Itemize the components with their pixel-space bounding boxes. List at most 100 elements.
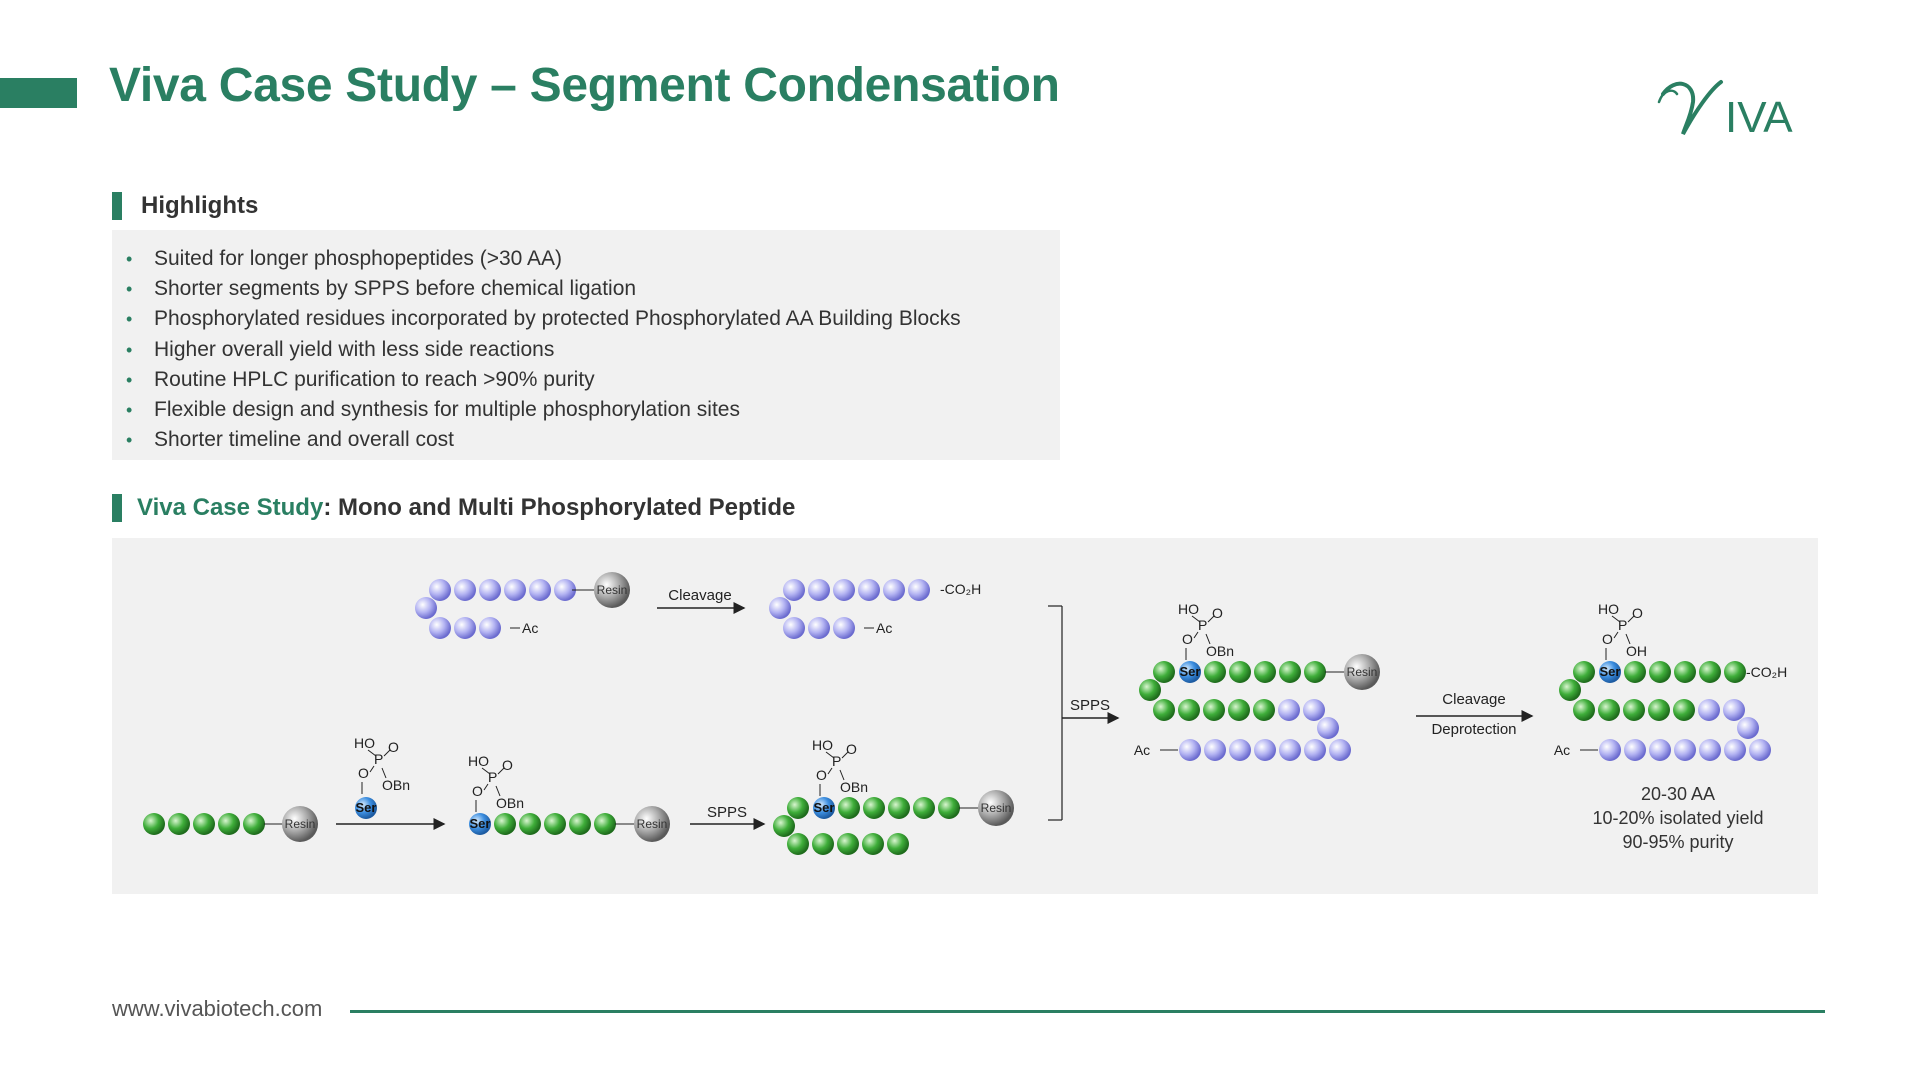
bullet-icon: •	[126, 249, 133, 269]
bead-green	[1623, 699, 1645, 721]
bead-green	[1559, 679, 1581, 701]
viva-logo: IVA	[1657, 80, 1793, 142]
bead-green	[863, 797, 885, 819]
connector-line	[1193, 631, 1199, 639]
bead-purple	[1254, 739, 1276, 761]
bullet-icon: •	[126, 279, 133, 300]
case-study-title: Viva Case Study: Mono and Multi Phosphor…	[137, 494, 795, 522]
bead-ser	[813, 797, 835, 819]
result-purity: 90-95% purity	[1622, 832, 1733, 852]
bead-purple	[479, 579, 501, 601]
bead-green	[1649, 661, 1671, 683]
bead-green	[1153, 699, 1175, 721]
bead-purple	[479, 617, 501, 639]
bead-green	[773, 815, 795, 837]
bead-purple	[1724, 739, 1746, 761]
bead-purple	[429, 617, 451, 639]
bead-purple	[769, 597, 791, 619]
bead-ser	[469, 813, 491, 835]
phospho-protect: OBn	[1206, 643, 1234, 659]
phospho-ho: HO	[812, 737, 833, 753]
bead-green	[1279, 661, 1301, 683]
bead-green	[1254, 661, 1276, 683]
bead-green	[594, 813, 616, 835]
bead-purple	[883, 579, 905, 601]
bead-green	[787, 797, 809, 819]
connector-line	[1191, 615, 1201, 623]
phospho-protect: OBn	[840, 779, 868, 795]
footer-url[interactable]: www.vivabiotech.com	[112, 996, 323, 1021]
connector-line	[495, 785, 501, 797]
bead-green	[888, 797, 910, 819]
resin-bead	[634, 806, 670, 842]
phospho-ho: HO	[468, 753, 489, 769]
connector-line	[1207, 615, 1215, 623]
result-length: 20-30 AA	[1641, 784, 1715, 804]
phospho-ho: HO	[354, 735, 375, 751]
co2h-label: -CO₂H	[940, 581, 981, 597]
phospho-o: O	[1632, 605, 1643, 621]
connector-line	[381, 767, 387, 779]
bead-ser	[1179, 661, 1201, 683]
connector-line	[827, 767, 833, 775]
connector-line	[825, 751, 835, 759]
phospho-o: O	[502, 757, 513, 773]
bead-green	[787, 833, 809, 855]
cleavage-label: Cleavage	[668, 587, 731, 604]
bead-purple	[1624, 739, 1646, 761]
bead-green	[1674, 661, 1696, 683]
connector-line	[483, 783, 489, 791]
bead-purple	[429, 579, 451, 601]
bead-purple	[1278, 699, 1300, 721]
bullet-icon: •	[126, 309, 133, 330]
resin-label: Resin	[285, 817, 316, 831]
phospho-p: P	[1618, 617, 1627, 633]
ser-label: Ser	[470, 816, 491, 831]
bead-green	[1204, 661, 1226, 683]
bead-green	[569, 813, 591, 835]
phospho-p: P	[832, 753, 841, 769]
bead-purple	[504, 579, 526, 601]
bead-purple	[1229, 739, 1251, 761]
bead-green	[218, 813, 240, 835]
bead-green	[1304, 661, 1326, 683]
bead-green	[1153, 661, 1175, 683]
bead-purple	[783, 579, 805, 601]
bead-green	[812, 833, 834, 855]
resin-label: Resin	[637, 817, 668, 831]
bead-purple	[1303, 699, 1325, 721]
connector-line	[1627, 615, 1635, 623]
highlights-panel: •Suited for longer phosphopeptides (>30 …	[112, 230, 1060, 460]
bead-purple	[454, 617, 476, 639]
ser-label: Ser	[814, 800, 835, 815]
connector-line	[1613, 631, 1619, 639]
bead-purple	[1279, 739, 1301, 761]
highlights-title: Highlights	[141, 192, 259, 219]
bead-purple	[1674, 739, 1696, 761]
case-study-title-rest: : Mono and Multi Phosphorylated Peptide	[323, 494, 796, 521]
ac-label: Ac	[876, 620, 892, 636]
bead-green	[1253, 699, 1275, 721]
bead-green	[143, 813, 165, 835]
bead-purple	[415, 597, 437, 619]
connector-line	[497, 767, 505, 775]
phospho-o-ser: O	[358, 765, 369, 781]
list-item: •Shorter segments by SPPS before chemica…	[112, 274, 1060, 304]
bead-purple	[1749, 739, 1771, 761]
bead-green	[1648, 699, 1670, 721]
phospho-o: O	[388, 739, 399, 755]
bead-green	[938, 797, 960, 819]
resin-bead	[1344, 654, 1380, 690]
connector-line	[1625, 633, 1631, 645]
case-study-marker	[112, 494, 122, 522]
bead-purple	[1698, 699, 1720, 721]
bead-green	[1229, 661, 1251, 683]
bead-purple	[529, 579, 551, 601]
connector-line	[383, 749, 391, 757]
bead-purple	[1699, 739, 1721, 761]
ser-label: Ser	[1180, 664, 1201, 679]
bead-green	[838, 797, 860, 819]
list-item: •Higher overall yield with less side rea…	[112, 335, 1060, 365]
deprotection-label: Deprotection	[1431, 721, 1516, 738]
bead-green	[1573, 661, 1595, 683]
